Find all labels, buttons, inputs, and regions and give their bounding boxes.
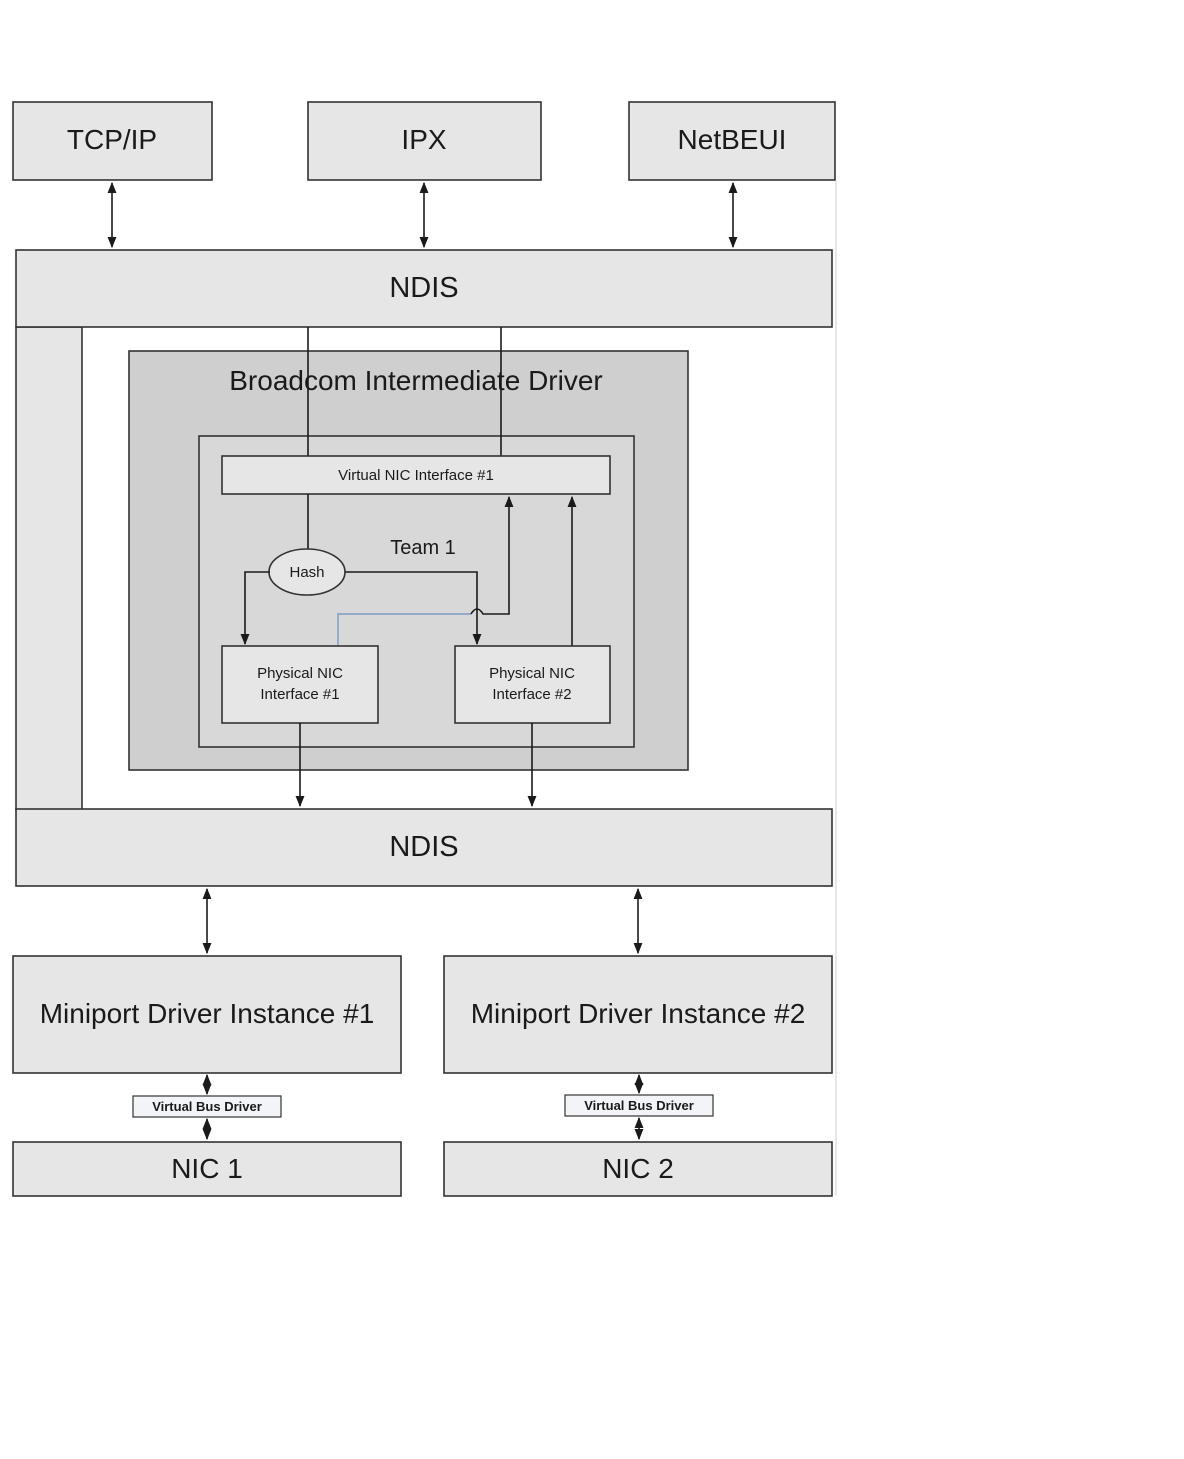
- tcpip-label: TCP/IP: [67, 124, 157, 155]
- miniport-2-label: Miniport Driver Instance #2: [471, 998, 806, 1029]
- ndis-side-bar: [15, 326, 83, 811]
- physical-nic-2-box: Physical NIC Interface #2: [454, 645, 611, 724]
- virtual-nic-box: Virtual NIC Interface #1: [221, 455, 611, 495]
- virtual-bus-driver-1-label: Virtual Bus Driver: [152, 1099, 262, 1114]
- virtual-nic-label: Virtual NIC Interface #1: [338, 467, 494, 484]
- ndis-top-box: NDIS: [15, 249, 833, 328]
- miniport-1-box: Miniport Driver Instance #1: [12, 955, 402, 1074]
- hash-node: Hash: [268, 548, 346, 596]
- ipx-box: IPX: [307, 101, 542, 181]
- netbeui-box: NetBEUI: [628, 101, 836, 181]
- virtual-bus-driver-1-box: Virtual Bus Driver: [132, 1095, 282, 1118]
- nic-2-label: NIC 2: [602, 1153, 674, 1184]
- miniport-2-box: Miniport Driver Instance #2: [443, 955, 833, 1074]
- phys1-return-arrow-upper: [470, 495, 514, 615]
- hash-label: Hash: [289, 564, 324, 581]
- hash-to-phys2-arrow: [345, 571, 482, 646]
- hash-to-phys1-arrow: [240, 571, 270, 646]
- phys1-return-arrow: [337, 613, 471, 646]
- nic-2-box: NIC 2: [443, 1141, 833, 1197]
- physical-nic-1-label-line2: Interface #1: [260, 686, 339, 703]
- physical-nic-2-label-line2: Interface #2: [492, 686, 571, 703]
- intermediate-driver-label: Broadcom Intermediate Driver: [229, 365, 602, 396]
- netbeui-label: NetBEUI: [678, 124, 787, 155]
- physical-nic-2-label-line1: Physical NIC: [489, 665, 575, 682]
- physical-nic-1-label-line1: Physical NIC: [257, 665, 343, 682]
- physical-nic-1-box: Physical NIC Interface #1: [221, 645, 379, 724]
- ndis-bottom-label: NDIS: [389, 831, 458, 863]
- ndis-bottom-box: NDIS: [15, 808, 833, 887]
- ndis-top-label: NDIS: [389, 272, 458, 304]
- nic-1-box: NIC 1: [12, 1141, 402, 1197]
- virtual-bus-driver-2-label: Virtual Bus Driver: [584, 1098, 694, 1113]
- team-label: Team 1: [390, 537, 456, 559]
- tcpip-box: TCP/IP: [12, 101, 213, 181]
- ipx-label: IPX: [401, 124, 446, 155]
- nic-1-label: NIC 1: [171, 1153, 243, 1184]
- virtual-bus-driver-2-box: Virtual Bus Driver: [564, 1094, 714, 1117]
- miniport-1-label: Miniport Driver Instance #1: [40, 998, 375, 1029]
